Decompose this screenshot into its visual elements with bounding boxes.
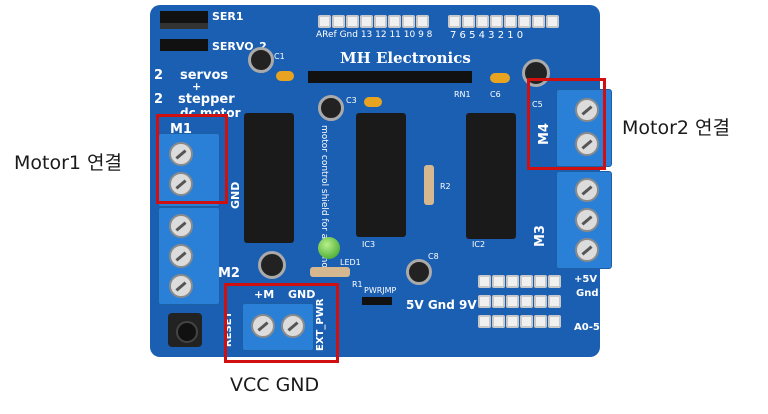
m3-terminal <box>556 171 612 269</box>
capacitor-c6 <box>490 73 510 83</box>
led1-label: LED1 <box>340 258 361 267</box>
screw-m4-a <box>575 98 599 122</box>
capacitor-c1 <box>248 47 274 73</box>
servo1-header <box>160 11 208 23</box>
screw-m3-a <box>575 178 599 202</box>
capacitor-c8 <box>406 259 432 285</box>
num-2-b: 2 <box>154 92 164 107</box>
r2-label: R2 <box>440 182 451 191</box>
gnd-left-label: GND <box>229 181 242 209</box>
capacitor-small-1 <box>276 71 294 81</box>
screw-m2-a <box>169 214 193 238</box>
pwrjmp-header <box>362 297 392 305</box>
screw-m3-c <box>575 238 599 262</box>
c1-label: C1 <box>274 52 285 61</box>
screw-m1-b <box>169 172 193 196</box>
screw-m4-b <box>575 132 599 156</box>
r1-label: R1 <box>352 280 363 289</box>
top-header-left-labels: ARef Gnd 13 12 11 10 9 8 <box>316 30 433 40</box>
ic2-label: IC2 <box>472 240 486 249</box>
top-header-right-labels: 7 6 5 4 3 2 1 0 <box>450 30 524 41</box>
servo2-label: SERVO_2 <box>212 40 267 53</box>
num-2-a: 2 <box>154 68 164 83</box>
screw-m1-a <box>169 142 193 166</box>
capacitor-c3 <box>318 95 344 121</box>
ic2 <box>466 113 516 239</box>
led1 <box>318 237 340 259</box>
ic-left <box>244 113 294 243</box>
rn1-resistor-network <box>308 71 472 83</box>
c3-label: C3 <box>346 96 357 105</box>
stepper-label: stepper <box>178 92 235 107</box>
highlight-motor1 <box>156 114 228 204</box>
brand-label: MH Electronics <box>340 49 471 67</box>
a05-label: A0-5 <box>574 322 600 333</box>
m4-terminal <box>556 89 612 167</box>
m2-label: M2 <box>218 266 240 281</box>
m2-terminal <box>158 207 220 305</box>
top-header-pins-right <box>448 15 568 28</box>
ic3 <box>356 113 406 237</box>
highlight-vcc-gnd <box>224 283 339 363</box>
ic3-label: IC3 <box>362 240 376 249</box>
rn1-label: RN1 <box>454 90 471 99</box>
c6-label: C6 <box>490 90 501 99</box>
c8-label: C8 <box>428 252 439 261</box>
c5-label: C5 <box>532 100 543 109</box>
gnd-term-label: GND <box>288 288 316 301</box>
m1-label: M1 <box>170 122 192 137</box>
servo2-header <box>160 39 208 51</box>
gnd-right-label: Gnd <box>576 288 599 299</box>
plus-m-label: +M <box>254 288 275 301</box>
annotation-motor2: Motor2 연결 <box>622 117 730 139</box>
resistor-r1 <box>310 267 350 277</box>
capacitor-left-bottom <box>258 251 286 279</box>
servo1-label: SER1 <box>212 10 244 23</box>
plus-label: + <box>192 80 202 93</box>
servos-label: servos <box>180 68 229 83</box>
capacitor-c5 <box>522 59 550 87</box>
annotation-motor1: Motor1 연결 <box>14 152 122 174</box>
m3-label: M3 <box>533 225 548 247</box>
servo1-header-row2 <box>160 23 208 29</box>
power-row-label: 5V Gnd 9V <box>406 298 477 312</box>
screw-m2-b <box>169 244 193 268</box>
top-header-pins-left <box>318 15 429 28</box>
analog-header <box>478 275 570 345</box>
pwrjmp-label: PWRJMP <box>364 286 397 295</box>
plus5v-label: +5V <box>574 274 598 285</box>
reset-button[interactable] <box>168 313 202 347</box>
annotation-vcc-gnd: VCC GND <box>230 374 320 396</box>
screw-ext-a <box>251 314 275 338</box>
highlight-motor2 <box>527 78 606 170</box>
screw-m3-b <box>575 208 599 232</box>
ext-pwr-terminal <box>242 303 314 351</box>
resistor-r2 <box>424 165 434 205</box>
capacitor-small-2 <box>364 97 382 107</box>
m1-terminal <box>158 133 220 207</box>
screw-ext-b <box>281 314 305 338</box>
screw-m2-c <box>169 274 193 298</box>
